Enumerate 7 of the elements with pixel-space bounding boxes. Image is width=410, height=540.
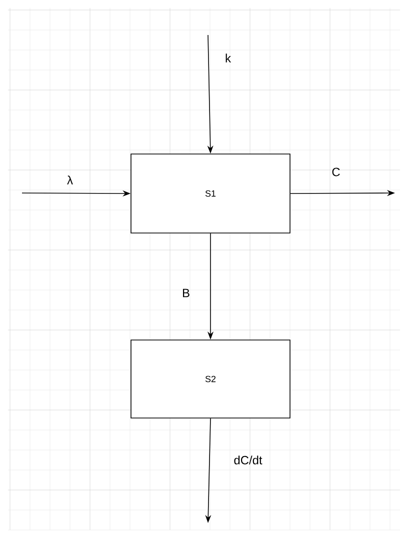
process-box: S2 [130, 340, 290, 418]
edge-label: k [226, 54, 232, 62]
edge-label: dC/dt [234, 456, 262, 464]
process-box: S1 [130, 154, 290, 234]
edge-label: C [332, 168, 340, 176]
edge-label: B [183, 288, 190, 298]
edge-label: λ [67, 176, 73, 184]
